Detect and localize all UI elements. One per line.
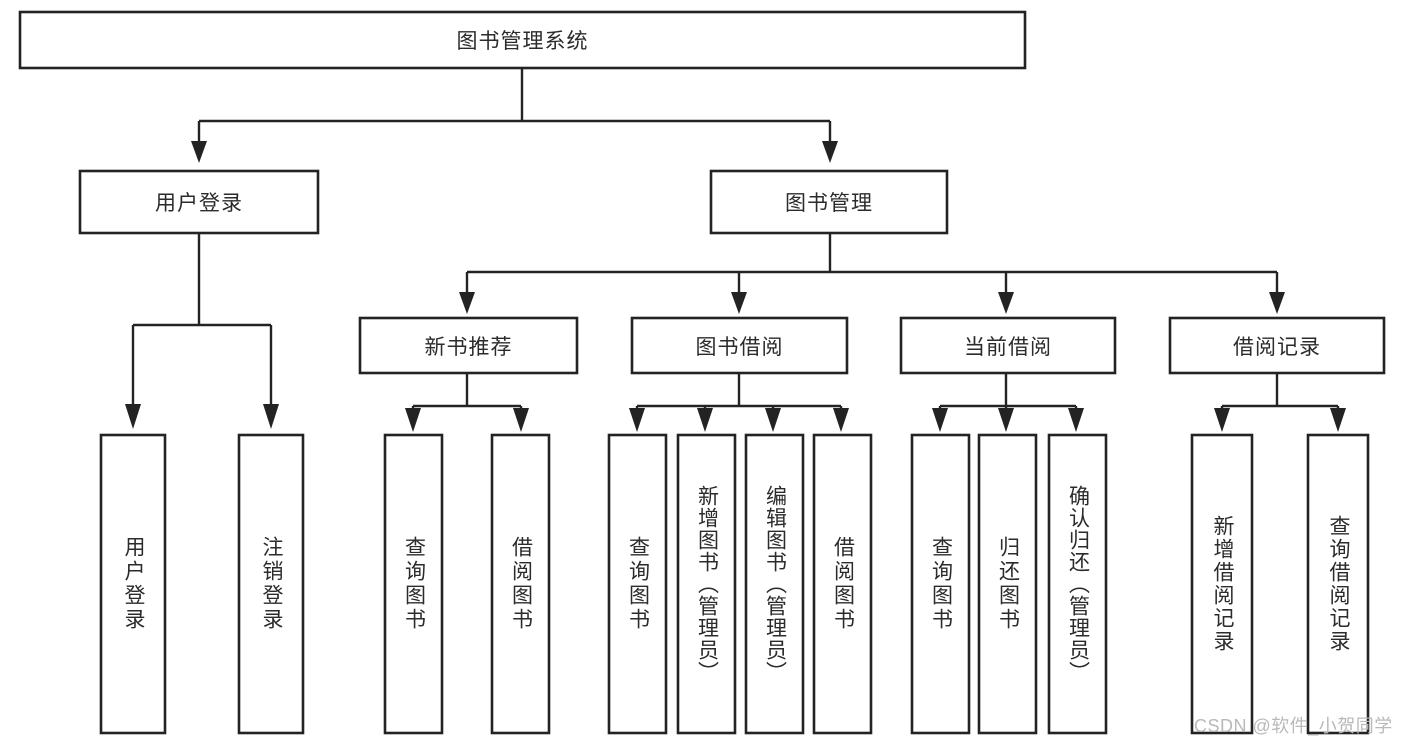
arrowhead-leaf-add-book <box>697 408 713 432</box>
arrowhead-leaf-return-book <box>998 408 1014 432</box>
arrowhead-leaf-borrow-book-1 <box>513 408 529 432</box>
node-box-leaf-query-book-2[interactable] <box>607 433 668 735</box>
node-box-leaf-user-login[interactable] <box>99 433 167 735</box>
node-box-leaf-query-record[interactable] <box>1306 433 1370 735</box>
connector-current-borrow-to-leaves <box>938 373 1078 410</box>
node-box-leaf-edit-book[interactable] <box>744 433 805 735</box>
arrowhead-to-current-borrow <box>998 292 1014 314</box>
csdn-watermark: CSDN @软件_小贺同学 <box>1194 716 1393 736</box>
connector-user-login-to-leaves <box>131 233 273 404</box>
node-box-borrow-record[interactable] <box>1168 316 1386 375</box>
node-box-root[interactable] <box>18 10 1027 70</box>
node-box-leaf-query-book-3[interactable] <box>910 433 971 735</box>
arrowhead-to-borrow-record <box>1269 292 1285 314</box>
node-box-new-book-rec[interactable] <box>358 316 579 375</box>
node-box-leaf-add-record[interactable] <box>1190 433 1254 735</box>
node-box-leaf-add-book[interactable] <box>676 433 737 735</box>
node-box-leaf-confirm-return[interactable] <box>1047 433 1108 735</box>
node-box-leaf-return-book[interactable] <box>977 433 1038 735</box>
node-box-book-borrow[interactable] <box>630 316 849 375</box>
arrowhead-to-book-manage <box>822 141 838 163</box>
node-box-leaf-query-book-1[interactable] <box>383 433 444 735</box>
arrowhead-leaf-query-book-2 <box>629 408 645 432</box>
arrowhead-leaf-query-book-3 <box>932 408 948 432</box>
arrowhead-leaf-query-book-1 <box>405 408 421 432</box>
node-box-leaf-logout[interactable] <box>237 433 305 735</box>
arrowhead-leaf-edit-book <box>765 408 781 432</box>
arrowhead-to-book-borrow <box>731 292 747 314</box>
arrowhead-leaf-confirm-return <box>1068 408 1084 432</box>
arrowhead-to-user-login <box>191 141 207 163</box>
node-box-book-manage[interactable] <box>709 169 949 235</box>
connector-root-to-level1 <box>197 68 832 142</box>
connector-book-manage-to-level2 <box>465 233 1279 293</box>
arrowhead-leaf-query-record <box>1330 408 1346 432</box>
node-box-user-login[interactable] <box>78 169 320 235</box>
arrowhead-to-new-book-rec <box>459 292 475 314</box>
node-box-leaf-borrow-book-1[interactable] <box>490 433 551 735</box>
connector-book-borrow-to-leaves <box>635 373 843 410</box>
node-box-current-borrow[interactable] <box>899 316 1117 375</box>
connector-borrow-record-to-leaves <box>1220 373 1340 410</box>
arrowhead-leaf-add-record <box>1214 408 1230 432</box>
arrowhead-leaf-borrow-book-2 <box>833 408 849 432</box>
arrowhead-leaf-user-login <box>125 404 141 429</box>
node-box-leaf-borrow-book-2[interactable] <box>812 433 873 735</box>
arrowhead-leaf-logout <box>263 404 279 429</box>
connector-new-book-rec-to-leaves <box>411 373 523 410</box>
